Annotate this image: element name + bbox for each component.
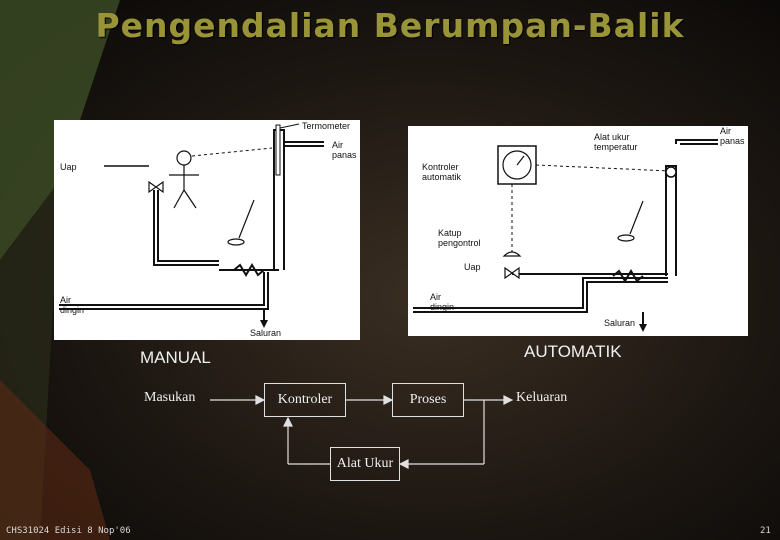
air-dingin-label: Air dingin [430,292,455,312]
uap-label: Uap [60,162,77,172]
proses-block: Proses [392,383,464,417]
alat-ukur-label: Alat ukur temperatur [594,132,638,152]
operator-figure [169,150,199,209]
air-dingin-label: Air dingin [60,295,85,315]
uap-label: Uap [464,262,481,272]
saluran-label: Saluran [250,328,282,338]
slide-title: Pengendalian Berumpan-Balik [95,6,685,45]
manual-control-diagram: Termometer Air panas Uap Air dingin Salu… [54,120,360,340]
automatic-schematic [413,139,718,332]
air-panas-label: Air panas [720,126,745,146]
kontroler-label: Kontroler automatik [422,162,462,182]
air-panas-label: Air panas [332,140,357,160]
masukan-label: Masukan [144,390,196,405]
automatic-control-diagram: Alat ukur temperatur Air panas Kontroler… [408,126,748,336]
manual-schematic [59,123,324,328]
footer-course-code: CHS31024 Edisi 8 Nop'06 [6,526,131,536]
katup-label: Katup pengontrol [438,228,481,248]
saluran-label: Saluran [604,318,636,328]
alat-ukur-block: Alat Ukur [330,447,400,481]
page-number: 21 [760,526,771,536]
keluaran-label: Keluaran [516,390,568,405]
termometer-label: Termometer [302,121,351,131]
manual-caption: MANUAL [140,348,211,367]
kontroler-block: Kontroler [264,383,346,417]
automatik-caption: AUTOMATIK [524,342,622,361]
